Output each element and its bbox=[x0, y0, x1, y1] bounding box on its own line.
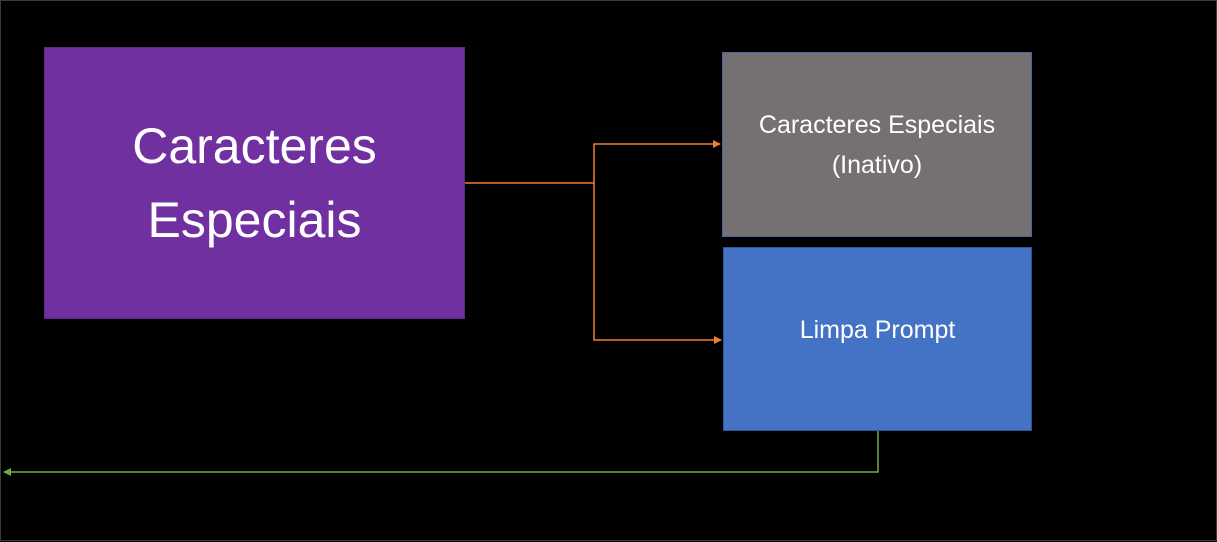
caracteres-especiais-inativo-label: Caracteres Especiais (Inativo) bbox=[758, 110, 996, 179]
connector-limpa-return bbox=[3, 431, 879, 476]
caracteres-especiais-label: Caracteres Especiais bbox=[132, 118, 377, 248]
limpa-prompt-label: Limpa Prompt bbox=[799, 316, 956, 344]
connector-main-to-limpa bbox=[593, 183, 722, 344]
connector-main-to-inactive bbox=[465, 140, 721, 184]
caracteres-especiais-inativo-box: Caracteres Especiais (Inativo) bbox=[722, 52, 1032, 237]
limpa-prompt-box: Limpa Prompt bbox=[723, 247, 1032, 431]
caracteres-especiais-box: Caracteres Especiais bbox=[44, 47, 465, 319]
